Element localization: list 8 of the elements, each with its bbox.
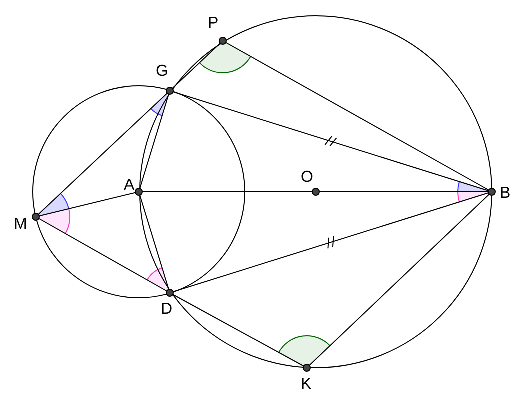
- point-label: M: [14, 217, 28, 233]
- point-label: B: [500, 186, 511, 202]
- point-label: G: [156, 64, 168, 80]
- point-label: P: [208, 16, 219, 32]
- point-label: K: [301, 377, 312, 393]
- point-label: D: [161, 302, 173, 318]
- point-label: A: [124, 178, 135, 194]
- point-label: O: [301, 170, 314, 186]
